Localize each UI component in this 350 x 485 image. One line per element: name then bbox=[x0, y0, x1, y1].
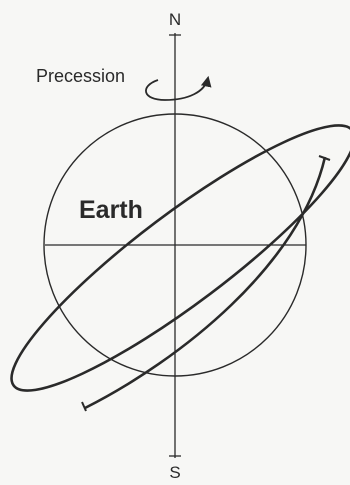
precession-arrow bbox=[146, 78, 208, 100]
north-label: N bbox=[169, 10, 181, 29]
south-label: S bbox=[169, 463, 180, 482]
orbit-spiral-path bbox=[85, 157, 325, 408]
earth-label: Earth bbox=[79, 196, 143, 224]
precession-label: Precession bbox=[36, 66, 125, 86]
